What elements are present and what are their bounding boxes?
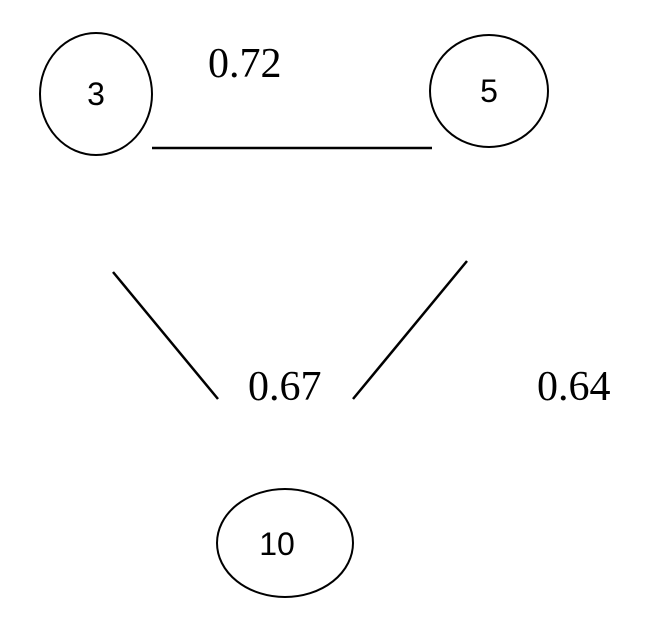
edge-weight-3-5: 0.72 (208, 41, 282, 87)
node-10-circle (216, 488, 354, 598)
edge-3-10 (112, 271, 219, 400)
node-5-label: 5 (480, 73, 498, 109)
edge-5-10 (352, 260, 468, 400)
edge-weight-5-10: 0.64 (537, 364, 611, 410)
node-10: 10 (216, 488, 354, 598)
node-5: 5 (429, 34, 549, 148)
node-3-label: 3 (87, 76, 105, 112)
node-10-label: 10 (259, 526, 295, 562)
node-5-circle (429, 34, 549, 148)
node-3: 3 (39, 32, 153, 156)
node-3-circle (39, 32, 153, 156)
edge-weight-3-10: 0.67 (248, 364, 322, 410)
